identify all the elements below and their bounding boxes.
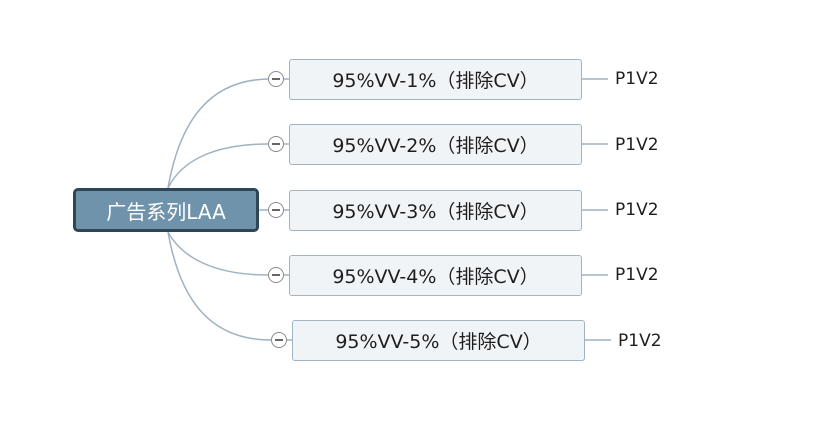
connector-root-branch-4 <box>167 231 269 276</box>
collapse-toggle-icon[interactable] <box>268 136 284 152</box>
collapse-toggle-icon[interactable] <box>268 202 284 218</box>
branch-topic-2[interactable]: 95%VV-2%（排除CV） <box>289 124 582 165</box>
root-topic[interactable]: 广告系列LAA <box>73 188 259 232</box>
connector-root-branch-1 <box>167 78 269 189</box>
leaf-topic-1[interactable]: P1V2 <box>615 69 659 89</box>
leaf-topic-5[interactable]: P1V2 <box>618 331 662 351</box>
branch-topic-4[interactable]: 95%VV-4%（排除CV） <box>289 255 582 296</box>
leaf-topic-4[interactable]: P1V2 <box>615 265 659 285</box>
collapse-toggle-icon[interactable] <box>268 267 284 283</box>
collapse-toggle-icon[interactable] <box>271 332 287 348</box>
collapse-toggle-icon[interactable] <box>268 71 284 87</box>
branch-topic-3[interactable]: 95%VV-3%（排除CV） <box>289 190 582 231</box>
branch-topic-5[interactable]: 95%VV-5%（排除CV） <box>292 320 585 361</box>
connector-root-branch-2 <box>167 143 269 189</box>
branch-topic-1[interactable]: 95%VV-1%（排除CV） <box>289 59 582 100</box>
leaf-topic-2[interactable]: P1V2 <box>615 135 659 155</box>
leaf-topic-3[interactable]: P1V2 <box>615 200 659 220</box>
connector-root-branch-5 <box>167 231 272 341</box>
